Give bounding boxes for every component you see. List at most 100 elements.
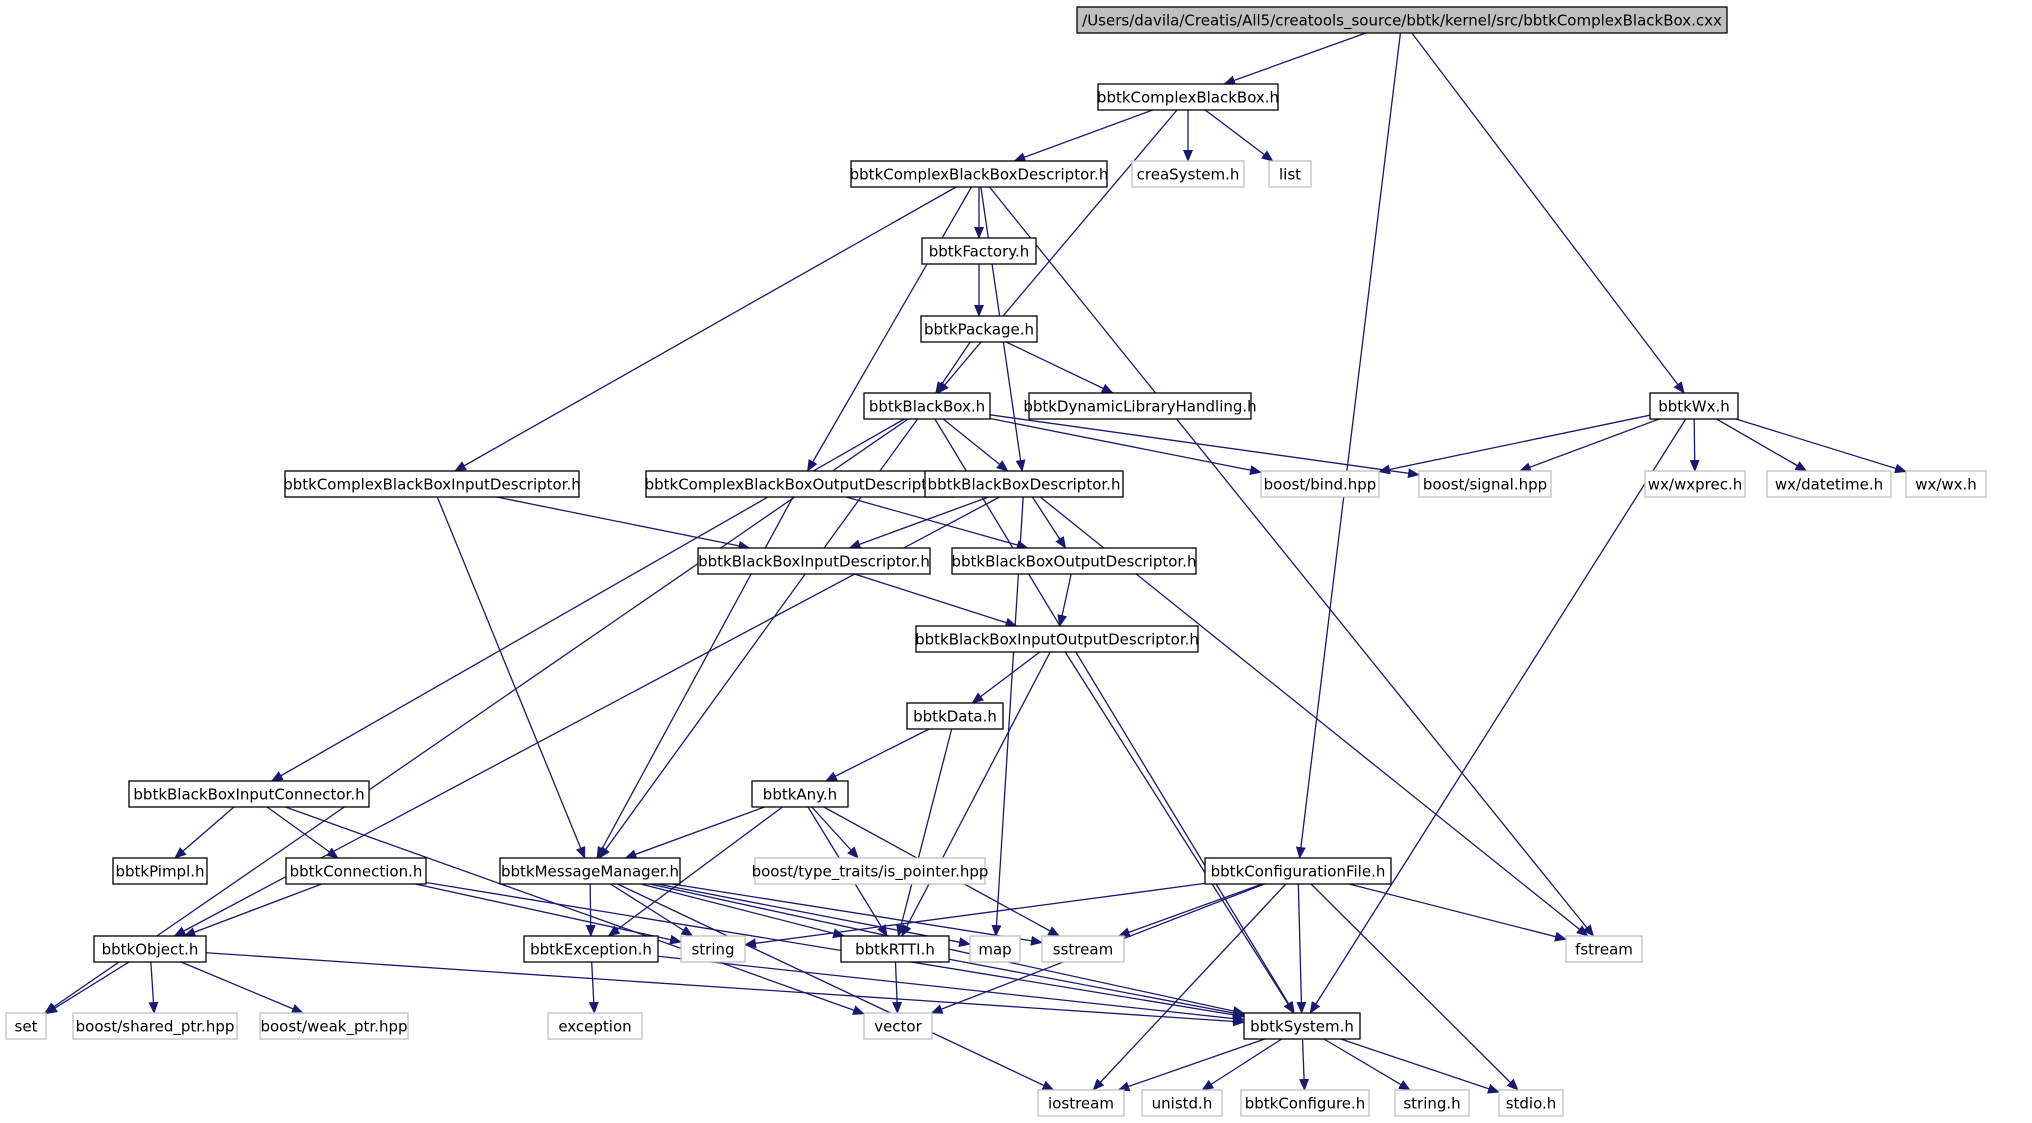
edge-wx-to-datetime xyxy=(1716,418,1808,472)
node-box-wxh xyxy=(1905,470,1987,498)
node-data[interactable]: bbtkData.h xyxy=(906,702,1004,730)
node-bbio[interactable]: bbtkBlackBoxInputOutputDescriptor.h xyxy=(915,625,1199,653)
node-bbdesc[interactable]: bbtkBlackBoxDescriptor.h xyxy=(924,470,1124,498)
edge-wx-to-wxprec xyxy=(1689,418,1700,472)
node-label-cbbdesc: bbtkComplexBlackBoxDescriptor.h xyxy=(850,166,1109,184)
node-box-list xyxy=(1268,160,1312,188)
edge-package-to-dynlib xyxy=(1005,341,1114,394)
node-bind: boost/bind.hpp xyxy=(1260,470,1380,498)
node-label-cbbin: bbtkComplexBlackBoxInputDescriptor.h xyxy=(283,476,581,494)
node-box-typetraits xyxy=(754,857,986,885)
nodes-layer: /Users/davila/Creatis/All5/creatools_sou… xyxy=(5,6,1987,1117)
node-label-sharedptr: boost/shared_ptr.hpp xyxy=(76,1018,235,1037)
node-label-fstream: fstream xyxy=(1575,941,1633,959)
node-box-bind xyxy=(1260,470,1380,498)
node-box-msgmgr xyxy=(499,857,681,885)
node-box-exception_h xyxy=(523,935,659,963)
edge-data-to-any xyxy=(824,728,930,782)
node-stdio: stdio.h xyxy=(1498,1089,1564,1117)
node-cbbin[interactable]: bbtkComplexBlackBoxInputDescriptor.h xyxy=(283,470,581,498)
node-box-cbbout xyxy=(645,470,955,498)
node-cbbdesc[interactable]: bbtkComplexBlackBoxDescriptor.h xyxy=(850,160,1109,188)
node-label-datetime: wx/datetime.h xyxy=(1775,476,1883,494)
node-dynlib[interactable]: bbtkDynamicLibraryHandling.h xyxy=(1023,392,1257,420)
edge-object-to-system xyxy=(205,952,1245,1027)
edge-wx-to-bind xyxy=(1378,414,1651,475)
node-stringh: string.h xyxy=(1394,1089,1470,1117)
edge-system-to-stdio xyxy=(1340,1038,1500,1094)
node-box-pimpl xyxy=(112,857,208,885)
edge-data-to-rtti xyxy=(896,728,953,937)
node-label-bbin: bbtkBlackBoxInputDescriptor.h xyxy=(698,553,930,571)
node-datetime: wx/datetime.h xyxy=(1766,470,1892,498)
edge-system-to-stringh xyxy=(1323,1038,1411,1091)
node-bbin[interactable]: bbtkBlackBoxInputDescriptor.h xyxy=(697,547,931,575)
node-box-map xyxy=(969,935,1021,963)
node-box-bbdesc xyxy=(924,470,1124,498)
node-any[interactable]: bbtkAny.h xyxy=(751,780,849,808)
node-label-signal: boost/signal.hpp xyxy=(1423,476,1547,494)
node-box-stdio xyxy=(1498,1089,1564,1117)
edge-bbio-to-system xyxy=(1064,651,1295,1014)
edge-cbbdesc-to-fstream xyxy=(988,186,1595,937)
node-box-vector xyxy=(863,1012,933,1040)
node-typetraits: boost/type_traits/is_pointer.hpp xyxy=(752,857,988,885)
edge-cbbout-to-bbout xyxy=(846,496,1029,550)
edge-system-to-unistd xyxy=(1201,1038,1283,1091)
edge-cbbdesc-to-cbbout xyxy=(806,186,973,472)
edge-bbdesc-to-bbin xyxy=(848,496,989,549)
node-wxh: wx/wx.h xyxy=(1905,470,1987,498)
node-pimpl[interactable]: bbtkPimpl.h xyxy=(112,857,208,885)
node-msgmgr[interactable]: bbtkMessageManager.h xyxy=(499,857,681,885)
edge-blackbox-to-bbdesc xyxy=(942,418,1009,472)
node-connection[interactable]: bbtkConnection.h xyxy=(285,857,427,885)
node-inconn[interactable]: bbtkBlackBoxInputConnector.h xyxy=(128,780,370,808)
node-system[interactable]: bbtkSystem.h xyxy=(1243,1012,1361,1040)
node-wx[interactable]: bbtkWx.h xyxy=(1649,392,1739,420)
edge-connection-to-object xyxy=(183,883,322,937)
edge-cbbin-to-msgmgr xyxy=(436,496,586,859)
node-box-package xyxy=(920,315,1038,343)
node-box-configure xyxy=(1240,1089,1370,1117)
node-package[interactable]: bbtkPackage.h xyxy=(920,315,1038,343)
node-root[interactable]: /Users/davila/Creatis/All5/creatools_sou… xyxy=(1076,6,1728,34)
edge-rtti-to-vector xyxy=(892,961,903,1014)
node-factory[interactable]: bbtkFactory.h xyxy=(921,237,1037,265)
node-label-blackbox: bbtkBlackBox.h xyxy=(869,398,985,416)
node-config[interactable]: bbtkConfigurationFile.h xyxy=(1204,857,1392,885)
edge-inconn-to-connection xyxy=(266,806,339,859)
node-label-root: /Users/davila/Creatis/All5/creatools_sou… xyxy=(1082,12,1722,31)
node-cbbout[interactable]: bbtkComplexBlackBoxOutputDescriptor.h xyxy=(645,470,956,498)
edge-bbio-to-data xyxy=(971,651,1041,704)
node-box-connection xyxy=(285,857,427,885)
node-label-exception: exception xyxy=(558,1018,631,1036)
edge-config-to-iostream xyxy=(1092,883,1287,1091)
edge-object-to-set xyxy=(45,961,130,1015)
node-label-package: bbtkPackage.h xyxy=(924,321,1034,339)
node-exception_h[interactable]: bbtkException.h xyxy=(523,935,659,963)
node-blackbox[interactable]: bbtkBlackBox.h xyxy=(863,392,991,420)
edge-msgmgr-to-sstream xyxy=(672,883,1043,946)
node-vector: vector xyxy=(863,1012,933,1040)
edge-complexbb-to-blackbox xyxy=(937,109,1178,394)
edge-bbio-to-rtti xyxy=(901,651,1051,937)
node-iostream: iostream xyxy=(1037,1089,1125,1117)
node-label-string: string xyxy=(691,941,734,959)
node-sstream: sstream xyxy=(1041,935,1125,963)
node-object[interactable]: bbtkObject.h xyxy=(93,935,207,963)
node-label-creasystem: creaSystem.h xyxy=(1137,166,1240,184)
node-box-creasystem xyxy=(1131,160,1245,188)
node-complexbb[interactable]: bbtkComplexBlackBox.h xyxy=(1097,83,1279,111)
node-box-string xyxy=(680,935,746,963)
node-label-system: bbtkSystem.h xyxy=(1250,1018,1354,1036)
edge-any-to-msgmgr xyxy=(624,806,765,859)
node-label-pimpl: bbtkPimpl.h xyxy=(115,863,204,881)
node-rtti[interactable]: bbtkRTTI.h xyxy=(840,935,950,963)
node-bbout[interactable]: bbtkBlackBoxOutputDescriptor.h xyxy=(951,547,1197,575)
edge-inconn-to-pimpl xyxy=(174,806,235,859)
edge-exception_h-to-exception xyxy=(588,961,599,1014)
node-box-cbbin xyxy=(284,470,580,498)
node-box-factory xyxy=(921,237,1037,265)
node-set: set xyxy=(5,1012,47,1040)
